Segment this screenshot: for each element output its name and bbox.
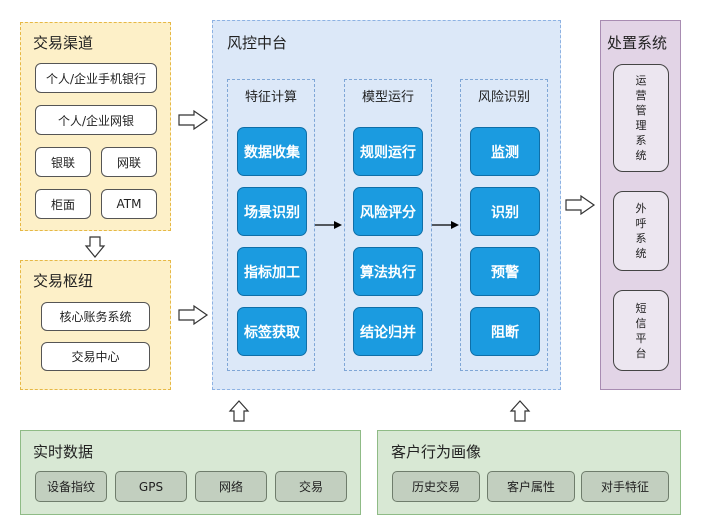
realtime-network: 网络	[195, 471, 267, 502]
arrow-channels-to-risk	[178, 109, 209, 131]
disposal-title: 处置系统	[607, 34, 668, 52]
step-conclusion-merge: 结论归并	[353, 307, 423, 356]
realtime-device-fingerprint: 设备指纹	[35, 471, 107, 502]
profile-customer-attributes: 客户属性	[487, 471, 575, 502]
channel-unionpay: 银联	[35, 147, 91, 177]
realtime-transaction: 交易	[275, 471, 347, 502]
realtime-title: 实时数据	[33, 443, 94, 461]
hub-panel: 交易枢纽 核心账务系统 交易中心	[20, 260, 171, 390]
feature-calc-column: 特征计算 数据收集 场景识别 指标加工 标签获取	[227, 79, 315, 371]
profile-title: 客户行为画像	[391, 443, 482, 461]
model-run-title: 模型运行	[361, 90, 414, 105]
step-indicator-processing: 指标加工	[237, 247, 307, 296]
step-data-collection: 数据收集	[237, 127, 307, 176]
realtime-gps: GPS	[115, 471, 187, 502]
step-algorithm-execution: 算法执行	[353, 247, 423, 296]
realtime-panel: 实时数据 设备指纹 GPS 网络 交易	[20, 430, 361, 515]
disposal-panel: 处置系统 运营管理系统 外呼系统 短信平台	[600, 20, 681, 390]
risk-center-panel: 风控中台 特征计算 数据收集 场景识别 指标加工 标签获取 模型运行 规则运行 …	[212, 20, 561, 390]
channel-nucc: 网联	[101, 147, 157, 177]
model-run-column: 模型运行 规则运行 风险评分 算法执行 结论归并	[344, 79, 432, 371]
step-block: 阻断	[470, 307, 540, 356]
step-monitor: 监测	[470, 127, 540, 176]
risk-identify-column: 风险识别 监测 识别 预警 阻断	[460, 79, 548, 371]
step-scene-recognition: 场景识别	[237, 187, 307, 236]
arrow-realtime-to-risk	[228, 400, 250, 422]
hub-title: 交易枢纽	[33, 272, 94, 290]
risk-center-title: 风控中台	[227, 34, 288, 52]
risk-identify-title: 风险识别	[477, 90, 530, 105]
channel-counter: 柜面	[35, 189, 91, 219]
channels-panel: 交易渠道 个人/企业手机银行 个人/企业网银 银联 网联 柜面 ATM	[20, 22, 171, 231]
step-rule-execution: 规则运行	[353, 127, 423, 176]
channels-title: 交易渠道	[33, 34, 94, 52]
disposal-sms-platform: 短信平台	[613, 290, 669, 371]
hub-transaction-center: 交易中心	[41, 342, 150, 371]
profile-counterparty-features: 对手特征	[581, 471, 669, 502]
arrow-profile-to-risk	[509, 400, 531, 422]
step-tag-acquisition: 标签获取	[237, 307, 307, 356]
arrow-channels-to-hub	[84, 236, 106, 258]
feature-calc-title: 特征计算	[244, 90, 297, 105]
arrow-hub-to-risk	[178, 304, 209, 326]
profile-panel: 客户行为画像 历史交易 客户属性 对手特征	[377, 430, 681, 515]
channel-mobile-banking: 个人/企业手机银行	[35, 63, 157, 93]
step-identify: 识别	[470, 187, 540, 236]
step-warning: 预警	[470, 247, 540, 296]
disposal-outbound-call: 外呼系统	[613, 191, 669, 271]
step-risk-scoring: 风险评分	[353, 187, 423, 236]
arrow-risk-to-disposal	[565, 194, 596, 216]
disposal-ops-management: 运营管理系统	[613, 64, 669, 172]
arrow-model-to-identify	[432, 221, 459, 229]
profile-history-transactions: 历史交易	[392, 471, 480, 502]
hub-core-accounting: 核心账务系统	[41, 302, 150, 331]
channel-online-banking: 个人/企业网银	[35, 105, 157, 135]
channel-atm: ATM	[101, 189, 157, 219]
arrow-feature-to-model	[315, 221, 342, 229]
